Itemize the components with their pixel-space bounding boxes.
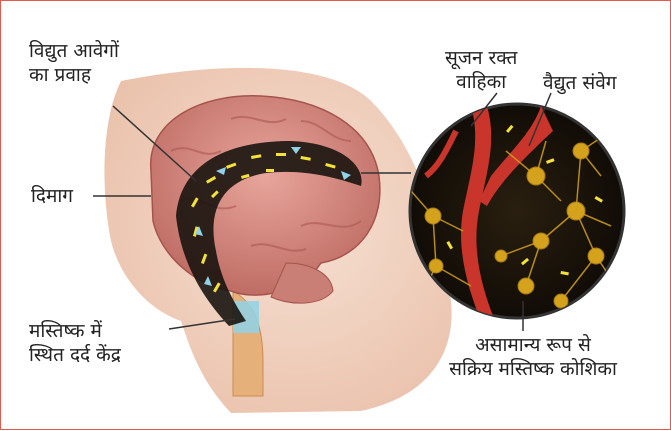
label-swollen-vessel: सूजन रक्त वाहिका [445, 46, 517, 94]
label-pain-center-line1: मस्तिष्क में [29, 319, 121, 343]
label-electric-impulse: वैद्युत संवेग [543, 71, 617, 95]
label-impulse-flow: विद्युत आवेगों का प्रवाह [29, 39, 119, 87]
label-brain: दिमाग [31, 184, 73, 208]
label-abnormal-cells-line1: असामान्य रूप से [433, 333, 633, 357]
label-pain-center-line2: स्थित दर्द केंद्र [29, 343, 121, 367]
label-swollen-vessel-line2: वाहिका [445, 70, 517, 94]
label-pain-center: मस्तिष्क में स्थित दर्द केंद्र [29, 319, 121, 367]
label-swollen-vessel-line1: सूजन रक्त [445, 46, 517, 70]
label-impulse-flow-line1: विद्युत आवेगों [29, 39, 119, 63]
label-abnormal-cells-line2: सक्रिय मस्तिष्क कोशिका [433, 357, 633, 381]
zoom-circle [410, 104, 624, 318]
label-impulse-flow-line2: का प्रवाह [29, 63, 119, 87]
label-abnormal-cells: असामान्य रूप से सक्रिय मस्तिष्क कोशिका [433, 333, 633, 381]
